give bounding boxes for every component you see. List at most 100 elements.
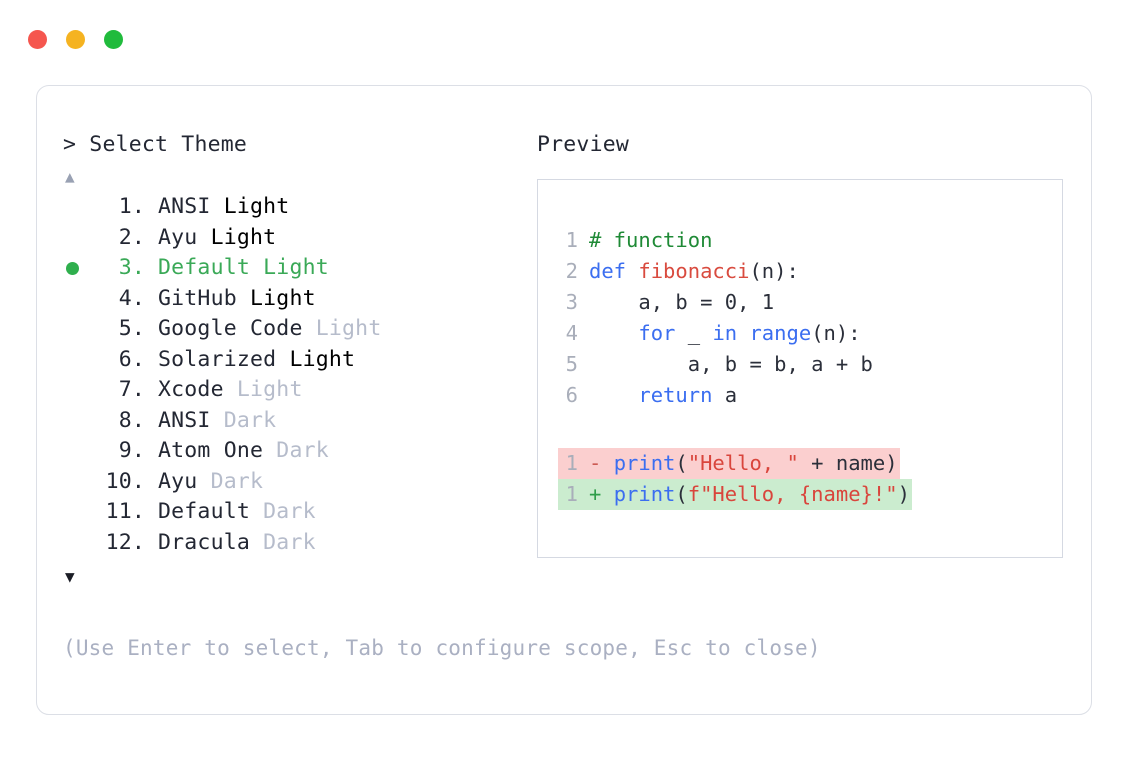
preview-box: 1 # function 2 def fibonacci (n): 3 a, b = 0,… bbox=[537, 179, 1063, 558]
code-line-text: a, b = 0, 1 bbox=[589, 287, 774, 318]
theme-item-label: Ayu bbox=[158, 224, 198, 250]
code-token: (n): bbox=[811, 321, 861, 345]
code-token: ( bbox=[675, 482, 688, 506]
diff-marker-gap bbox=[601, 482, 613, 506]
theme-list-item[interactable]: 9.Atom One Dark bbox=[63, 438, 533, 469]
line-number: 5 bbox=[565, 352, 578, 376]
theme-item-variant: Light bbox=[236, 285, 316, 311]
diff-line-added: 1+ print(f"Hello, {name}!") bbox=[558, 479, 912, 510]
line-number: 3 bbox=[565, 290, 578, 314]
code-line-text: return a bbox=[589, 380, 737, 411]
theme-list-item[interactable]: 7.Xcode Light bbox=[63, 377, 533, 408]
selector-prompt: > Select Theme bbox=[63, 132, 533, 158]
code-token: f"Hello, {name}!" bbox=[687, 482, 898, 506]
line-number: 1 bbox=[565, 228, 578, 252]
scroll-down-icon[interactable]: ▼ bbox=[65, 567, 75, 586]
code-line-text: a, b = b, a + b bbox=[589, 349, 873, 380]
theme-item-index: 5. bbox=[118, 316, 145, 341]
code-token: "Hello, " bbox=[687, 451, 799, 475]
code-token: a, b = bbox=[589, 290, 725, 314]
theme-item-variant: Light bbox=[302, 316, 382, 341]
theme-list-item[interactable]: 2. Ayu Light bbox=[63, 225, 533, 256]
theme-item-index: 10. bbox=[105, 468, 145, 494]
theme-item-variant: Light bbox=[197, 224, 277, 250]
theme-item-index: 8. bbox=[118, 407, 145, 433]
theme-item-variant: Dark bbox=[197, 468, 264, 494]
minimize-window-button[interactable] bbox=[66, 30, 85, 49]
code-token: def bbox=[589, 259, 639, 283]
theme-item-variant: Light bbox=[210, 194, 290, 219]
code-token: a bbox=[712, 383, 738, 407]
theme-list-item[interactable]: 11. Default Dark bbox=[63, 499, 533, 530]
theme-list-item[interactable]: 1. ANSI Light bbox=[63, 194, 533, 225]
theme-item-label: Solarized bbox=[158, 346, 277, 372]
page-title: Select Theme bbox=[89, 132, 248, 157]
diff-marker-icon: - bbox=[589, 451, 602, 475]
theme-item-variant: Light bbox=[250, 255, 329, 280]
code-token bbox=[589, 383, 638, 407]
theme-list-item[interactable]: 10. Ayu Dark bbox=[63, 469, 533, 500]
maximize-window-button[interactable] bbox=[104, 30, 123, 49]
scroll-up-icon[interactable]: ▲ bbox=[65, 167, 75, 186]
code-token: in bbox=[712, 321, 738, 345]
code-token: 0 bbox=[724, 290, 738, 314]
theme-item-variant: Dark bbox=[250, 499, 316, 524]
theme-item-variant: Dark bbox=[263, 438, 329, 463]
theme-item-index: 12. bbox=[105, 529, 145, 555]
code-line-text: # function bbox=[589, 225, 712, 256]
theme-item-index: 3. bbox=[118, 255, 145, 280]
theme-list-item[interactable]: 3. Default Light bbox=[63, 255, 533, 286]
theme-list-item[interactable]: 5.Google Code Light bbox=[63, 316, 533, 347]
theme-list-item[interactable]: 12. Dracula Dark bbox=[63, 530, 533, 561]
theme-item-index: 11. bbox=[105, 499, 145, 524]
theme-item-label: Default bbox=[158, 499, 251, 524]
theme-list-item[interactable]: 8. ANSI Dark bbox=[63, 408, 533, 439]
diff-line-text: + print(f"Hello, {name}!") bbox=[589, 479, 912, 510]
theme-item-index: 6. bbox=[118, 346, 145, 372]
theme-item-variant: Dark bbox=[210, 407, 277, 433]
line-number: 4 bbox=[565, 321, 578, 345]
theme-list-item[interactable]: 6.Solarized Light bbox=[63, 347, 533, 378]
theme-item-index: 9. bbox=[118, 438, 145, 463]
diff-line-text: - print("Hello, " + name) bbox=[589, 448, 900, 479]
code-line: 5 a, b = b, a + b bbox=[558, 349, 873, 380]
code-line: 4 for _ in range(n): bbox=[558, 318, 873, 349]
diff-marker-icon: + bbox=[589, 482, 602, 506]
prompt-caret-icon: > bbox=[63, 132, 90, 157]
theme-item-label: Xcode bbox=[158, 377, 224, 402]
theme-item-label: ANSI bbox=[158, 194, 211, 219]
code-token bbox=[737, 321, 749, 345]
code-token: , bbox=[737, 290, 762, 314]
theme-selector-pane: > Select Theme ▲ 1. ANSI Light 2. Ayu Light… bbox=[63, 132, 533, 588]
code-token: fibonacci bbox=[638, 259, 750, 283]
line-number: 6 bbox=[565, 383, 578, 407]
theme-item-label: GitHub bbox=[158, 285, 237, 311]
code-token: ) bbox=[897, 482, 910, 506]
theme-item-label: ANSI bbox=[158, 407, 211, 433]
code-token: return bbox=[638, 383, 713, 407]
diff-line-removed: 1- print("Hello, " + name) bbox=[558, 448, 900, 479]
code-token bbox=[589, 321, 638, 345]
theme-item-label: Ayu bbox=[158, 468, 198, 494]
theme-item-index: 2. bbox=[118, 224, 145, 250]
code-token: _ bbox=[675, 321, 713, 345]
line-number: 2 bbox=[565, 259, 578, 283]
line-number: 1 bbox=[558, 479, 589, 510]
line-number: 1 bbox=[558, 448, 589, 479]
code-line-text: for _ in range(n): bbox=[589, 318, 861, 349]
theme-picker-card: > Select Theme ▲ 1. ANSI Light 2. Ayu Light… bbox=[36, 85, 1092, 715]
preview-title: Preview bbox=[537, 132, 630, 157]
diff-sample: 1- print("Hello, " + name)1+ print(f"Hel… bbox=[558, 448, 912, 510]
code-token: for bbox=[638, 321, 676, 345]
theme-list-item[interactable]: 4.GitHub Light bbox=[63, 286, 533, 317]
theme-item-variant: Dark bbox=[250, 529, 316, 555]
code-line: 6 return a bbox=[558, 380, 873, 411]
theme-item-index: 1. bbox=[118, 194, 145, 219]
code-token: print bbox=[613, 482, 676, 506]
theme-item-label: Default bbox=[158, 255, 251, 280]
code-line: 1 # function bbox=[558, 225, 873, 256]
theme-item-label: Dracula bbox=[158, 529, 251, 555]
code-token: 1 bbox=[761, 290, 775, 314]
close-window-button[interactable] bbox=[28, 30, 47, 49]
